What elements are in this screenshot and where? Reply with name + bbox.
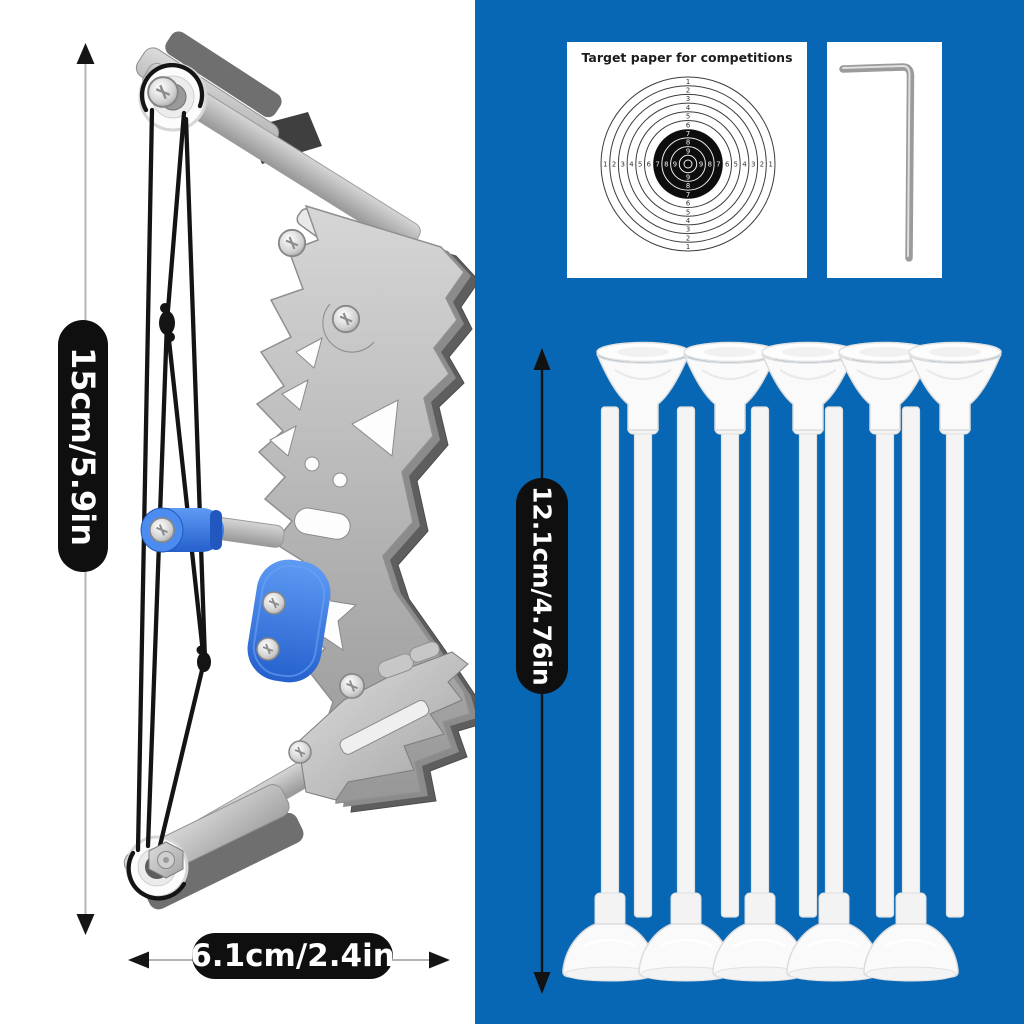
arrow-shaft	[875, 429, 895, 918]
top-pulley-screw	[146, 75, 180, 109]
target-ring-number: 7	[686, 191, 690, 199]
target-ring-number: 1	[686, 243, 690, 251]
target-ring-number: 4	[742, 160, 746, 168]
target-ring-number: 2	[686, 86, 690, 94]
target-ring-number: 2	[686, 234, 690, 242]
target-ring-number: 6	[725, 160, 729, 168]
target-ring-number: 4	[686, 217, 690, 225]
arrow-shaft	[901, 406, 921, 900]
bottom-pulley-nut	[148, 841, 184, 879]
target-ring-number: 9	[686, 173, 690, 181]
target-ring-number: 6	[647, 160, 651, 168]
target-ring-number: 7	[686, 130, 690, 138]
bow-height-label: 15cm/5.9in	[58, 320, 108, 572]
arrow-shaft	[600, 406, 620, 900]
target-ring-number: 5	[686, 208, 690, 216]
target-ring-number: 1	[603, 160, 607, 168]
target-ring-number: 1	[768, 160, 772, 168]
arrow-shaft	[824, 406, 844, 900]
hex-key-card	[827, 42, 942, 278]
bow-illustration	[123, 31, 475, 910]
target-ring-number: 2	[760, 160, 764, 168]
target-title: Target paper for competitions	[581, 50, 793, 65]
target-ring-number: 3	[751, 160, 755, 168]
target-ring-number: 8	[686, 182, 690, 190]
target-ring-number: 3	[686, 226, 690, 234]
target-ring-number: 4	[686, 104, 690, 112]
arrow-shaft	[676, 406, 696, 900]
target-ring-number: 5	[686, 113, 690, 121]
bow-strings	[126, 62, 208, 901]
arrow-shaft	[633, 429, 653, 918]
blue-grip-pad	[247, 559, 331, 683]
target-ring-number: 8	[686, 139, 690, 147]
suction-cup-up	[908, 341, 1002, 435]
target-ring-number: 9	[699, 160, 703, 168]
target-ring-number: 8	[708, 160, 712, 168]
arrow-shaft	[945, 429, 965, 918]
target-ring-number: 3	[686, 95, 690, 103]
target-ring-number: 8	[664, 160, 668, 168]
arrow-shaft	[750, 406, 770, 900]
cable-guard	[288, 641, 469, 801]
target-ring-number: 1	[686, 78, 690, 86]
target-ring-number: 6	[686, 121, 690, 129]
target-ring-number: 9	[673, 160, 677, 168]
arrow-length-label: 12.1cm/4.76in	[516, 478, 568, 694]
arrow-shaft	[798, 429, 818, 918]
bow-width-label: 6.1cm/2.4in	[190, 933, 395, 979]
string-knots	[159, 303, 211, 672]
hex-key	[839, 63, 915, 262]
target-ring-number: 5	[638, 160, 642, 168]
arrow-shaft	[720, 429, 740, 918]
target-ring-number: 5	[734, 160, 738, 168]
target-ring-number: 9	[686, 147, 690, 155]
target-ring-number: 3	[621, 160, 625, 168]
target-ring-number: 4	[629, 160, 633, 168]
target-ring-number: 7	[655, 160, 659, 168]
target-ring-number: 7	[716, 160, 720, 168]
blue-roller-rest	[140, 507, 285, 553]
target-ring-number: 2	[612, 160, 616, 168]
target-ring-number: 6	[686, 200, 690, 208]
